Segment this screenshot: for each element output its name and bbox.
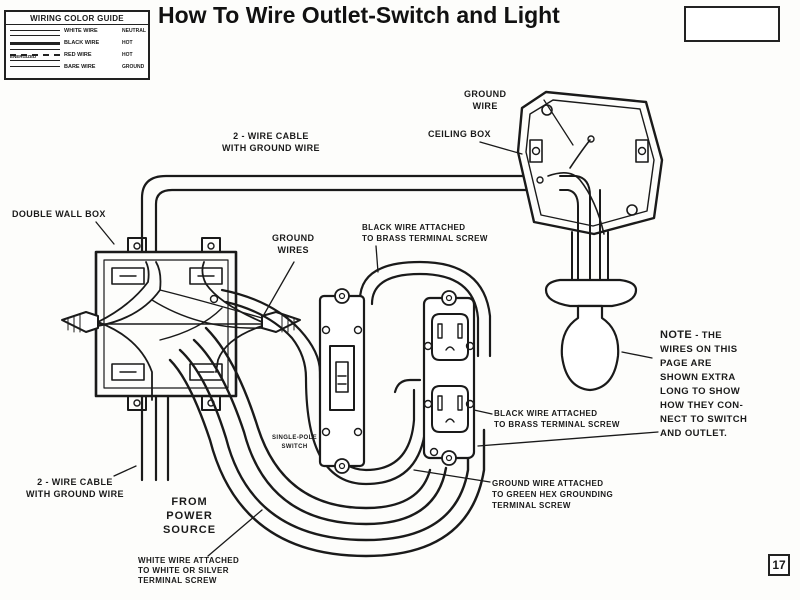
label-line: TO BRASS TERMINAL SCREW	[362, 234, 488, 243]
page-number: 17	[768, 554, 790, 576]
legend-title: WIRING COLOR GUIDE	[6, 14, 148, 25]
legend-swatch	[10, 42, 60, 50]
legend-row-abbr: HOT	[122, 52, 133, 58]
label-line: 2 - WIRE CABLE	[233, 131, 309, 141]
label-line: WIRES	[277, 245, 309, 255]
label-line: TO WHITE OR SILVER	[138, 566, 229, 575]
label-black-wire-brass-right: BLACK WIRE ATTACHED TO BRASS TERMINAL SC…	[494, 408, 620, 430]
label-line: TO BRASS TERMINAL SCREW	[494, 420, 620, 429]
label-cable-bottom: 2 - WIRE CABLE WITH GROUND WIRE	[26, 476, 124, 500]
single-pole-switch	[318, 288, 366, 474]
label-line: WHITE WIRE ATTACHED	[138, 556, 240, 565]
header-icon-box	[684, 6, 780, 42]
wiring-color-guide: WIRING COLOR GUIDE WHITE WIRE NEUTRAL BL…	[4, 10, 150, 80]
label-black-wire-brass-top: BLACK WIRE ATTACHED TO BRASS TERMINAL SC…	[362, 222, 488, 244]
label-ground-wire-green: GROUND WIRE ATTACHED TO GREEN HEX GROUND…	[492, 478, 613, 511]
legend-row-abbr: HOT	[122, 40, 133, 46]
label-line: SOURCE	[163, 524, 217, 536]
callout-lines	[95, 99, 659, 557]
legend-row-bare: BARE WIRE GROUND	[10, 63, 146, 74]
label-line: SINGLE-POLE	[272, 435, 318, 441]
note-block: NOTE - THE WIRES ON THIS PAGE ARE SHOWN …	[660, 329, 748, 439]
note-line: HOW THEY CON-	[660, 400, 744, 411]
note-line: LONG TO SHOW	[660, 386, 741, 397]
legend-row-abbr: GROUND	[122, 64, 145, 70]
label-line: BLACK WIRE ATTACHED	[494, 409, 598, 418]
legend-row-black: BLACK WIRE HOT	[10, 39, 146, 50]
legend-row-abbr: NEUTRAL	[122, 28, 146, 34]
label-line: GROUND WIRE ATTACHED	[492, 479, 604, 488]
duplex-outlet	[422, 290, 476, 466]
legend-swatch	[10, 66, 60, 71]
bottom-cable	[140, 394, 170, 482]
label-line: FROM	[171, 496, 208, 508]
label-line: WIRE	[472, 101, 498, 111]
note-line: AND OUTLET.	[660, 428, 728, 439]
note-line: SHOWN EXTRA	[660, 372, 736, 383]
label-line: WITH GROUND WIRE	[26, 489, 124, 499]
legend-row-name: BLACK WIRE	[64, 40, 100, 46]
label-line: POWER	[166, 510, 213, 522]
legend-swatch	[10, 54, 60, 61]
ceiling-box	[516, 90, 664, 236]
top-cable	[140, 174, 537, 262]
page-title: How To Wire Outlet-Switch and Light	[158, 2, 560, 28]
note-line: WIRES ON THIS	[660, 344, 738, 355]
note-line: NECT TO SWITCH	[660, 414, 748, 425]
label-ground-wires: GROUND WIRES	[272, 232, 314, 256]
box-wires	[97, 261, 263, 401]
label-line: GROUND	[272, 233, 315, 243]
label-single-pole-switch: SINGLE-POLE SWITCH	[272, 434, 317, 452]
legend-row-red: RED WIRE HOT	[10, 51, 146, 62]
u-cable	[168, 326, 486, 558]
label-ceiling-box: CEILING BOX	[428, 129, 491, 139]
label-line: 2 - WIRE CABLE	[37, 477, 113, 487]
label-double-wall-box: DOUBLE WALL BOX	[12, 209, 106, 219]
light-fixture	[544, 172, 638, 392]
label-from-power-source: FROM POWER SOURCE	[163, 495, 216, 537]
label-line: TERMINAL SCREW	[492, 501, 571, 510]
label-line: TO GREEN HEX GROUNDING	[492, 490, 614, 499]
label-ground-wire-top: GROUND WIRE	[464, 88, 506, 112]
note-head: NOTE	[660, 329, 693, 341]
legend-row-name: RED WIRE	[64, 52, 92, 58]
label-line: SWITCH	[281, 444, 308, 450]
note-line: PAGE ARE	[660, 358, 712, 369]
label-cable-top: 2 - WIRE CABLE WITH GROUND WIRE	[222, 130, 320, 154]
label-line: WITH GROUND WIRE	[222, 143, 320, 153]
label-line: BLACK WIRE ATTACHED	[362, 223, 466, 232]
label-line: GROUND	[464, 89, 507, 99]
label-white-wire: WHITE WIRE ATTACHED TO WHITE OR SILVER T…	[138, 556, 239, 586]
legend-swatch	[10, 30, 60, 36]
legend-side-label: ENERGIZED	[10, 54, 37, 59]
legend-row-name: WHITE WIRE	[64, 28, 98, 34]
label-line: TERMINAL SCREW	[138, 576, 217, 585]
legend-row-name: BARE WIRE	[64, 64, 96, 70]
legend-row-white: WHITE WIRE NEUTRAL	[10, 27, 146, 38]
